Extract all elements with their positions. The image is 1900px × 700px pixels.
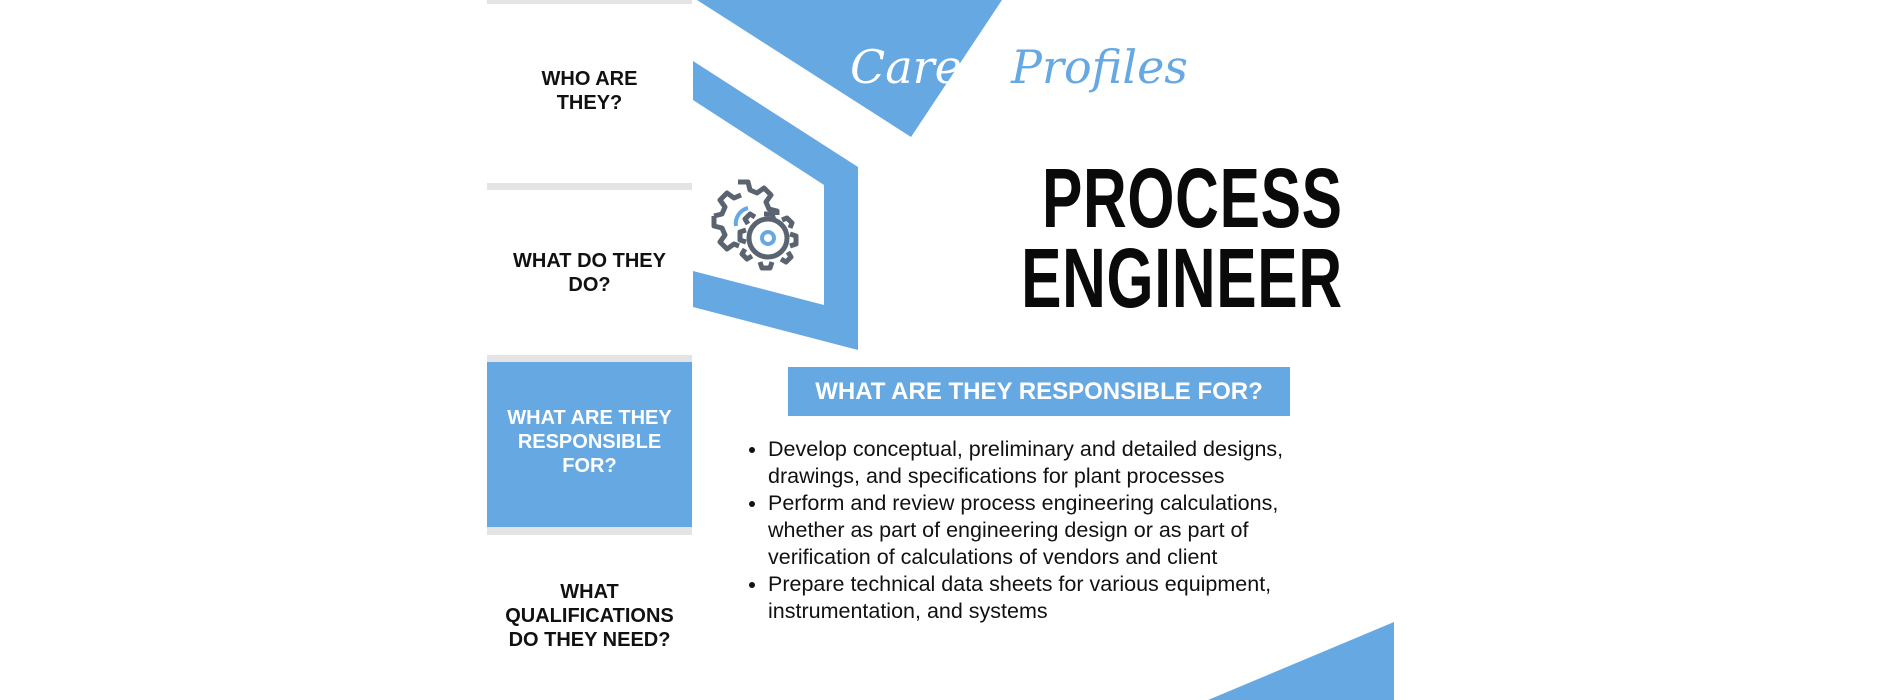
career-profiles-logo: CareerProfiles [850,40,1188,94]
responsibilities-list: Develop conceptual, preliminary and deta… [742,436,1338,625]
chevron-band [693,61,858,350]
nav-item-who-are-they[interactable]: WHO ARE THEY? [541,68,638,114]
nav-item-what-do-they-do[interactable]: WHAT DO THEY DO? [513,250,666,296]
page-title: PROCESS ENGINEER [1021,151,1343,325]
nav-item-responsibilities[interactable]: WHAT ARE THEY RESPONSIBLE FOR? [507,407,672,477]
title-line-1: PROCESS [1042,151,1343,245]
logo-word-profiles: Profiles [1011,40,1188,94]
nav-item-qualifications[interactable]: WHAT QUALIFICATIONS DO THEY NEED? [505,581,674,651]
bottom-right-triangle [1208,622,1394,700]
title-line-2: ENGINEER [1021,231,1343,325]
nav-item-active-background [487,362,692,527]
list-item: Prepare technical data sheets for variou… [768,571,1338,625]
top-triangle [697,0,1002,137]
section-heading: WHAT ARE THEY RESPONSIBLE FOR? [788,367,1290,416]
divider [487,527,692,535]
logo-word-career: Career [850,40,1012,94]
list-item: Perform and review process engineering c… [768,490,1338,571]
divider [487,0,692,4]
gears-icon [711,179,799,271]
divider [487,355,692,362]
list-item: Develop conceptual, preliminary and deta… [768,436,1338,490]
divider [487,183,692,190]
